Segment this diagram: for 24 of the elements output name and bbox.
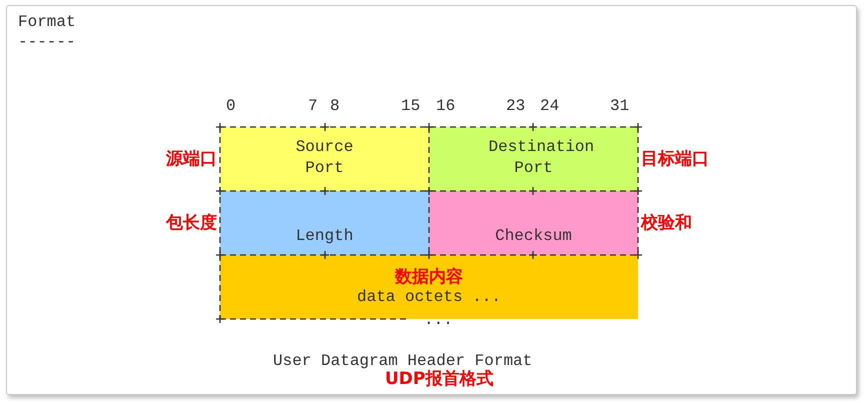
heading: Format [18, 12, 76, 32]
field-annotation: 目标端口 [641, 148, 709, 171]
caption-annotation: UDP报首格式 [385, 369, 494, 389]
continuation-dots: ... [424, 310, 453, 330]
bit-number: 23 [506, 96, 526, 116]
field-name: data octets ... [356, 287, 502, 308]
header-field [220, 255, 638, 319]
field-annotation: 包长度 [166, 212, 217, 235]
bit-number: 31 [610, 96, 630, 116]
bit-number: 15 [401, 96, 420, 116]
field-annotation: 源端口 [166, 148, 217, 171]
field-name: Destination Port [488, 137, 596, 179]
field-name: Length [294, 226, 354, 247]
bit-number: 16 [436, 96, 456, 116]
field-annotation: 数据内容 [395, 267, 463, 287]
bit-number: 8 [330, 96, 340, 116]
caption: User Datagram Header Format [273, 351, 532, 370]
field-name: Checksum [494, 226, 573, 247]
field-annotation: 校验和 [641, 212, 692, 235]
field-name: Source Port [294, 137, 354, 179]
bit-number: 24 [540, 96, 560, 116]
bit-number: 0 [226, 96, 236, 116]
heading-underline: ------ [18, 32, 76, 52]
bit-number: 7 [308, 96, 318, 116]
